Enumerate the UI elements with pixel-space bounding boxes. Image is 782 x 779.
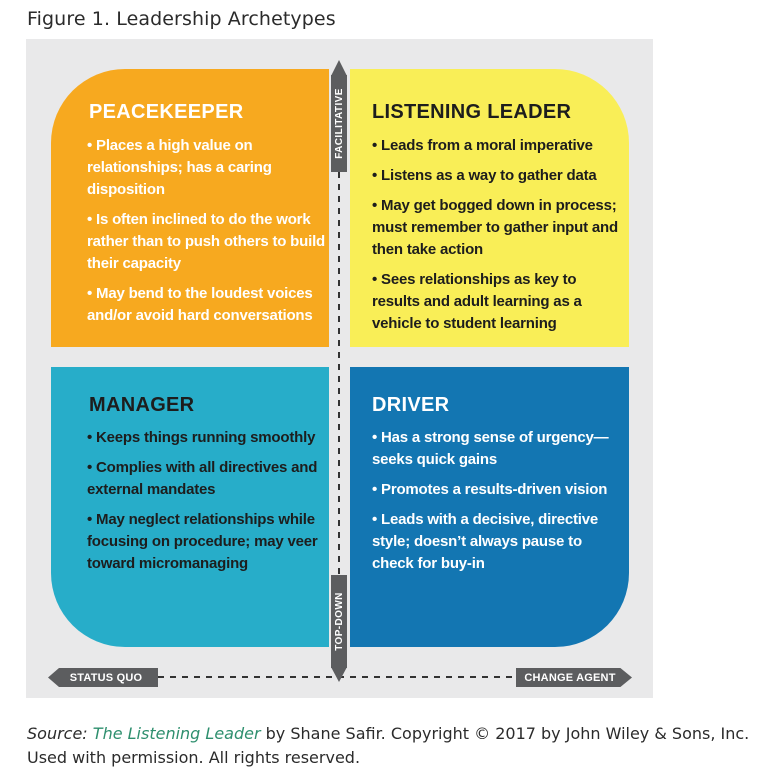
quadrant-manager: MANAGER • Keeps things running smoothly …: [51, 367, 329, 647]
quadrant-listening-leader: LISTENING LEADER • Leads from a moral im…: [350, 69, 629, 347]
up-arrow-icon: [331, 60, 347, 76]
quadrant-driver: DRIVER • Has a strong sense of urgency—s…: [350, 367, 629, 647]
bullet-item: • Keeps things running smoothly: [87, 429, 316, 446]
quadrant-title: MANAGER: [89, 394, 195, 416]
source-caption: Source: The Listening Leader by Shane Sa…: [27, 722, 767, 770]
axis-label-change-agent: CHANGE AGENT: [516, 668, 632, 687]
bullet-item: • May get bogged down in process; must r…: [372, 197, 618, 258]
bullet-item: • Is often inclined to do the work rathe…: [87, 211, 325, 272]
bullet-item: • Complies with all directives and exter…: [87, 459, 318, 498]
bullet-list: • Has a strong sense of urgency—seeks qu…: [372, 427, 627, 583]
bullet-item: • May neglect relationships while focusi…: [87, 511, 318, 572]
bullet-item: • Promotes a results-driven vision: [372, 481, 608, 498]
figure-title: Figure 1. Leadership Archetypes: [27, 8, 336, 30]
axis-label-facilitative: FACILITATIVE: [331, 75, 347, 172]
bullet-list: • Places a high value on relationships; …: [87, 135, 327, 335]
bullet-item: • Places a high value on relationships; …: [87, 137, 272, 198]
axis-label-text: TOP-DOWN: [333, 592, 345, 651]
bullet-item: • Has a strong sense of urgency—seeks qu…: [372, 429, 609, 468]
bullet-list: • Leads from a moral imperative • Listen…: [372, 135, 627, 343]
bullet-item: • Leads with a decisive, directive style…: [372, 511, 599, 572]
quadrant-peacekeeper: PEACEKEEPER • Places a high value on rel…: [51, 69, 329, 347]
book-title-link[interactable]: The Listening Leader: [92, 724, 261, 743]
bullet-item: • May bend to the loudest voices and/or …: [87, 285, 313, 324]
axis-label-top-down: TOP-DOWN: [331, 575, 347, 668]
bullet-item: • Sees relationships as key to results a…: [372, 271, 582, 332]
axis-label-text: FACILITATIVE: [333, 88, 345, 159]
source-label: Source:: [27, 724, 88, 743]
axis-label-status-quo: STATUS QUO: [48, 668, 158, 687]
quadrant-title: PEACEKEEPER: [89, 101, 244, 123]
quadrant-title: DRIVER: [372, 394, 450, 416]
bullet-item: • Listens as a way to gather data: [372, 167, 597, 184]
bullet-list: • Keeps things running smoothly • Compli…: [87, 427, 327, 583]
quadrant-title: LISTENING LEADER: [372, 101, 572, 123]
bullet-item: • Leads from a moral imperative: [372, 137, 593, 154]
source-text: by Shane Safir. Copyright © 2017 by John…: [27, 724, 750, 767]
down-arrow-icon: [331, 667, 347, 682]
